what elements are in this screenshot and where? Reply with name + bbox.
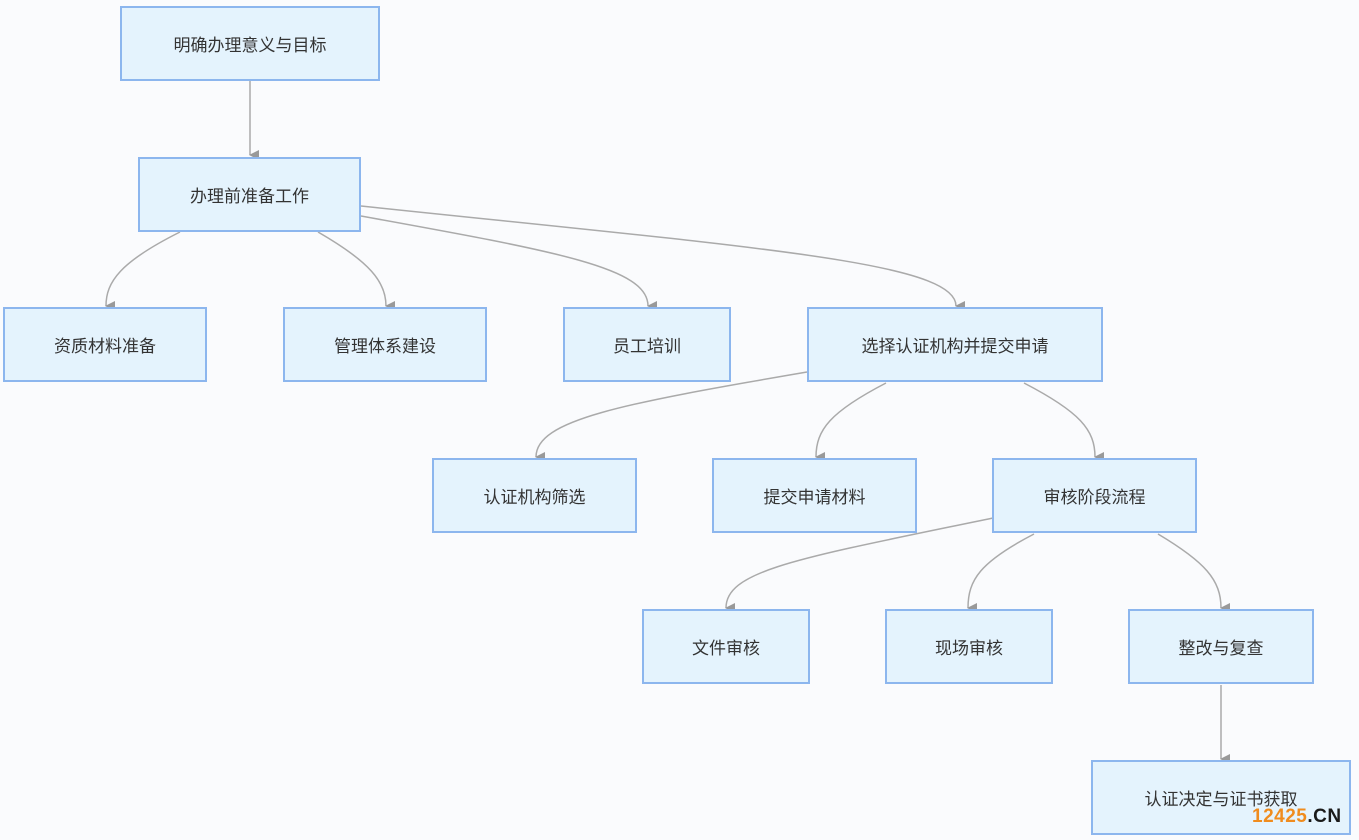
- edge-n9-n12: [1157, 533, 1231, 613]
- node-select-certifier-apply: 选择认证机构并提交申请: [807, 307, 1103, 382]
- node-audit-process: 审核阶段流程: [992, 458, 1197, 533]
- node-onsite-audit: 现场审核: [885, 609, 1053, 684]
- node-submit-materials: 提交申请材料: [712, 458, 917, 533]
- edge-n2-n3: [105, 231, 181, 312]
- node-staff-training: 员工培训: [563, 307, 731, 382]
- edge-n2-n4: [317, 231, 396, 311]
- watermark-suffix: .CN: [1307, 806, 1342, 827]
- edge-n2-n6: [360, 205, 966, 311]
- node-document-audit: 文件审核: [642, 609, 810, 684]
- watermark-logo: 12425.CN: [1252, 806, 1342, 828]
- edge-n6-n7: [535, 371, 808, 463]
- edge-n6-n9: [1023, 382, 1105, 462]
- edge-n9-n10: [725, 517, 994, 614]
- node-decision-certificate: 认证决定与证书获取: [1091, 760, 1351, 835]
- node-certifier-screening: 认证机构筛选: [432, 458, 637, 533]
- edge-n2-n5: [360, 215, 658, 311]
- node-qualification-materials: 资质材料准备: [3, 307, 207, 382]
- watermark-digits: 12425: [1252, 806, 1308, 827]
- edge-n6-n8: [815, 382, 887, 463]
- node-management-system: 管理体系建设: [283, 307, 487, 382]
- node-rectify-review: 整改与复查: [1128, 609, 1314, 684]
- node-preparation-work: 办理前准备工作: [138, 157, 361, 232]
- edge-n9-n11: [967, 533, 1035, 614]
- node-clarify-goals: 明确办理意义与目标: [120, 6, 380, 81]
